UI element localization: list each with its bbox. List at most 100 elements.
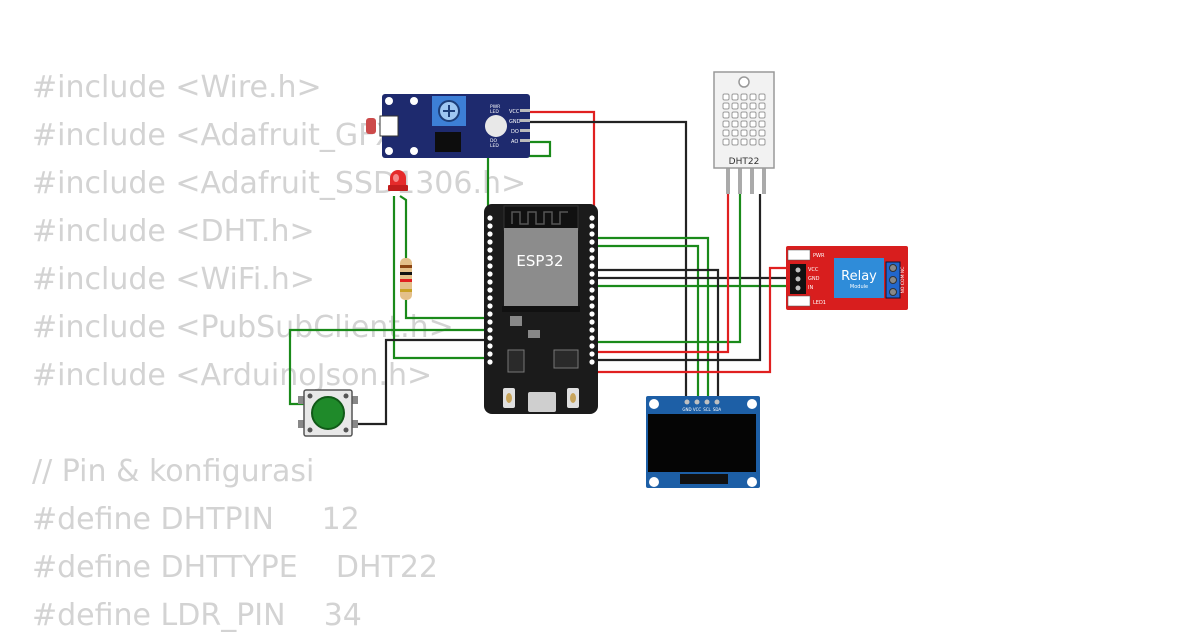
esp32-pin[interactable] [487, 343, 493, 349]
resistor[interactable] [400, 258, 412, 300]
esp32-pin[interactable] [589, 271, 595, 277]
wire-led-resistor[interactable] [399, 195, 408, 258]
esp32-pin[interactable] [487, 335, 493, 341]
esp32-pin[interactable] [487, 247, 493, 253]
dht22-vent-slot [722, 129, 730, 137]
wire-button-signal[interactable] [288, 328, 488, 406]
esp32-pin[interactable] [487, 223, 493, 229]
dht22-vent-slot [731, 129, 739, 137]
esp32-pin[interactable] [589, 255, 595, 261]
dht22-vent-slot [749, 138, 757, 146]
code-line: #include <DHT.h> [32, 214, 315, 249]
esp32-pin[interactable] [589, 231, 595, 237]
ldr-pin-vcc: VCC [509, 109, 520, 115]
esp32-pin[interactable] [589, 263, 595, 269]
code-line: #include <WiFi.h> [32, 262, 315, 297]
relay-indicator-led1: LED1 [813, 300, 826, 306]
esp32-pin[interactable] [487, 311, 493, 317]
esp32-pin[interactable] [487, 255, 493, 261]
relay-module[interactable]: PWR LED1 VCC GND IN Relay Module NO COM … [786, 246, 908, 310]
red-led[interactable] [388, 170, 408, 191]
push-button[interactable] [298, 389, 358, 437]
wire-oled-sda[interactable] [596, 244, 700, 400]
wire-dht-vcc[interactable] [596, 194, 730, 354]
esp32-pin[interactable] [589, 303, 595, 309]
oled-display[interactable]: GND VCC SCL SDA [646, 396, 760, 488]
esp32-pin[interactable] [589, 295, 595, 301]
dht22-vent-slot [740, 138, 748, 146]
esp32-pin[interactable] [589, 319, 595, 325]
dht22-vent-slot [731, 111, 739, 119]
esp32-pin[interactable] [487, 319, 493, 325]
code-line: #define DHTPIN 12 [32, 502, 360, 537]
esp32-pin[interactable] [487, 271, 493, 277]
button-cap[interactable] [311, 396, 345, 430]
code-line: #define DHTTYPE DHT22 [32, 550, 438, 585]
esp32-pin[interactable] [487, 303, 493, 309]
esp32-pin[interactable] [487, 295, 493, 301]
wire-esp-gnd-rail[interactable] [596, 268, 720, 400]
wire-dht-data[interactable] [596, 194, 742, 344]
dht22-vent-slot [758, 111, 766, 119]
esp32-pin[interactable] [589, 351, 595, 357]
dht22-vent-slot [758, 102, 766, 110]
esp32-pin[interactable] [487, 351, 493, 357]
esp32-label: ESP32 [516, 252, 563, 270]
esp32-pin[interactable] [487, 327, 493, 333]
dht22-vent-slot [749, 129, 757, 137]
dht22-label: DHT22 [729, 157, 760, 167]
ldr-module[interactable]: PWR LED DO LED VCC GND DO AO [366, 94, 530, 158]
code-line: #include <PubSubClient.h> [32, 310, 454, 345]
oled-pin-gnd: GND [682, 407, 691, 412]
dht22-vent-slot [758, 93, 766, 101]
esp32-pin[interactable] [589, 279, 595, 285]
esp32-pin[interactable] [589, 239, 595, 245]
dht22-grille [722, 93, 766, 146]
oled-pin-sda: SDA [713, 407, 722, 412]
relay-subtitle: Module [850, 284, 868, 290]
dht22-vent-slot [722, 111, 730, 119]
dht22-vent-slot [731, 120, 739, 128]
esp32-pin[interactable] [487, 287, 493, 293]
esp32-pin[interactable] [589, 359, 595, 365]
dht22-vent-slot [758, 138, 766, 146]
dht22-vent-slot [740, 93, 748, 101]
wire-ldr-gnd[interactable] [530, 120, 688, 400]
wire-relay-vcc[interactable] [596, 266, 790, 374]
esp32-pin[interactable] [487, 279, 493, 285]
esp32-board[interactable]: ESP32 [484, 204, 598, 414]
ldr-pin-do: DO [511, 129, 519, 135]
wire-led-gnd[interactable] [392, 196, 488, 360]
esp32-pin[interactable] [589, 343, 595, 349]
dht22-vent-slot [749, 102, 757, 110]
wire-ldr-ao[interactable] [486, 140, 552, 230]
esp32-pin[interactable] [589, 335, 595, 341]
wire-button-gnd[interactable] [352, 338, 488, 426]
esp32-pin[interactable] [589, 247, 595, 253]
code-line: #include <ArduinoJson.h> [32, 358, 433, 393]
wire-dht-gnd[interactable] [596, 194, 762, 362]
dht22-vent-slot [749, 93, 757, 101]
esp32-pin[interactable] [589, 287, 595, 293]
esp32-pin[interactable] [487, 359, 493, 365]
esp32-pin[interactable] [589, 215, 595, 221]
dht22-vent-slot [740, 111, 748, 119]
ldr-pin-ao: AO [511, 139, 518, 145]
dht22-vent-slot [722, 138, 730, 146]
esp32-pin[interactable] [487, 263, 493, 269]
esp32-pin[interactable] [487, 215, 493, 221]
ldr-pin-gnd: GND [509, 119, 521, 125]
esp32-pin[interactable] [589, 311, 595, 317]
esp32-pin[interactable] [487, 239, 493, 245]
relay-pin-vcc: VCC [808, 267, 819, 273]
code-line: #include <Wire.h> [32, 70, 322, 105]
wire-oled-scl[interactable] [596, 236, 710, 400]
wire-resistor-esp[interactable] [404, 300, 488, 320]
esp32-pin[interactable] [487, 231, 493, 237]
esp32-pin[interactable] [589, 223, 595, 229]
dht22-vent-slot [758, 120, 766, 128]
esp32-pin[interactable] [589, 327, 595, 333]
code-line: #define LDR_PIN 34 [32, 598, 362, 633]
dht22-vent-slot [758, 129, 766, 137]
